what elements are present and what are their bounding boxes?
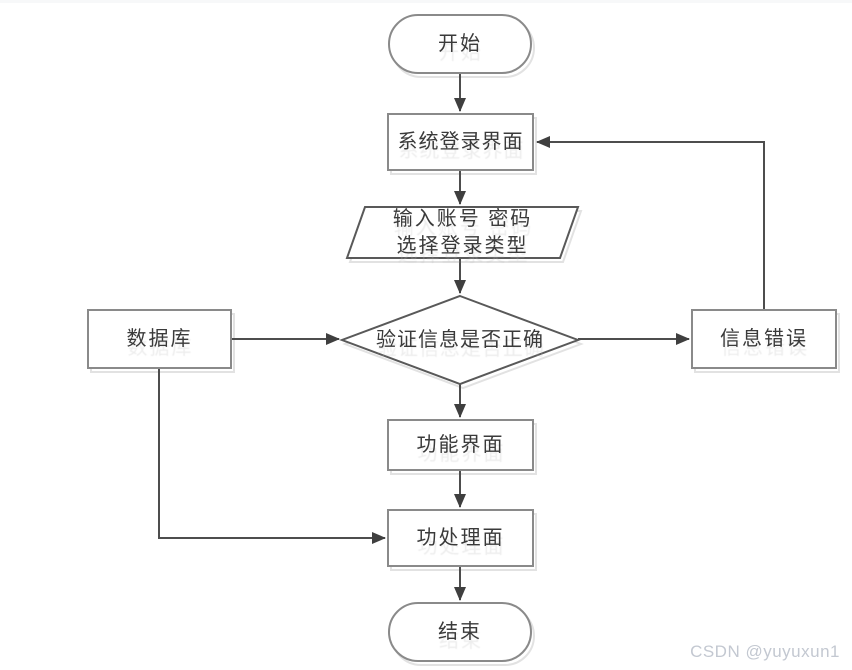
shapes	[87, 14, 837, 662]
edge-database-to-process	[158, 368, 386, 544]
end-terminator-shape	[388, 602, 532, 662]
function-rectangle-shape	[387, 419, 534, 471]
verify-diamond-shape	[339, 294, 581, 386]
login-rectangle-shape	[387, 113, 534, 171]
database-rectangle-shape	[87, 309, 232, 369]
process-rectangle-shape	[387, 509, 534, 567]
connectors	[158, 73, 765, 601]
input-parallelogram-shape	[345, 206, 580, 259]
csdn-watermark: CSDN @yuyuxun1	[690, 642, 840, 661]
error-rectangle-shape	[691, 309, 837, 369]
start-terminator-shape	[388, 14, 532, 74]
edge-error-to-login	[536, 136, 765, 310]
page-top-edge	[0, 0, 852, 3]
